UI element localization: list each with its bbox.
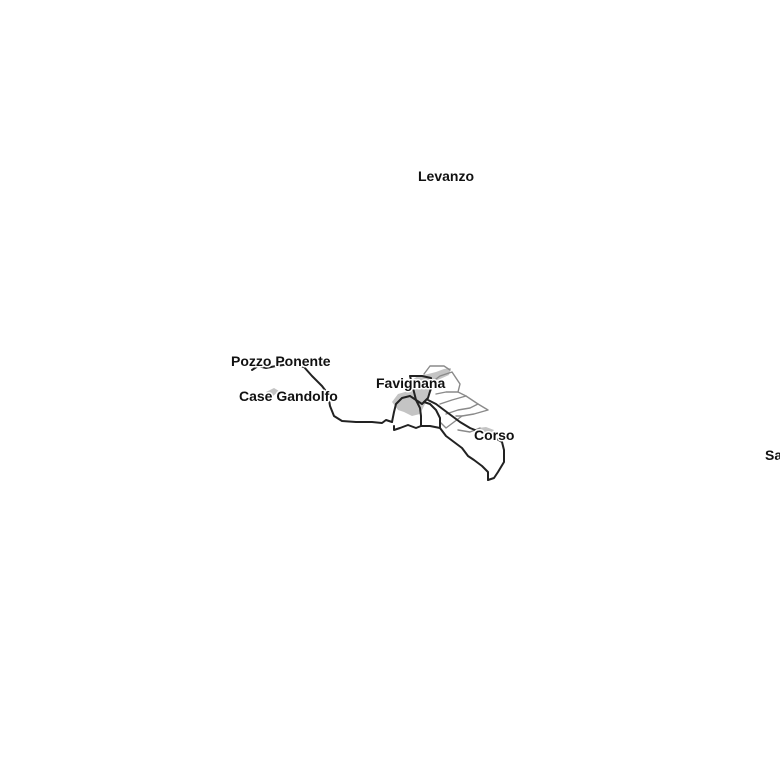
place-label-corso[interactable]: Corso	[473, 426, 516, 445]
main-road-favignana-loop	[391, 395, 441, 429]
minor-road	[435, 391, 459, 395]
main-road-town	[409, 375, 432, 405]
place-label-case-gandolfo[interactable]: Case Gandolfo	[238, 387, 340, 406]
main-road-east	[427, 399, 505, 481]
main-road-southeast	[439, 427, 489, 481]
main-roads	[251, 363, 505, 481]
minor-road	[457, 427, 481, 433]
place-label-cut-off[interactable]: Sa	[764, 446, 780, 465]
minor-roads	[423, 365, 489, 433]
place-labels: Levanzo Pozzo Ponente Case Gandolfo Favi…	[230, 167, 780, 465]
main-road-west	[251, 363, 393, 424]
main-road-south-bay	[393, 424, 422, 431]
place-label-levanzo[interactable]: Levanzo	[417, 167, 476, 186]
place-label-pozzo-ponente[interactable]: Pozzo Ponente	[230, 352, 333, 371]
minor-road	[423, 365, 451, 375]
favignana-built-area	[392, 368, 451, 416]
minor-road	[439, 395, 467, 405]
case-gandolfo-built-area	[266, 388, 279, 396]
minor-road	[445, 403, 479, 415]
place-label-favignana[interactable]: Favignana	[375, 374, 447, 393]
